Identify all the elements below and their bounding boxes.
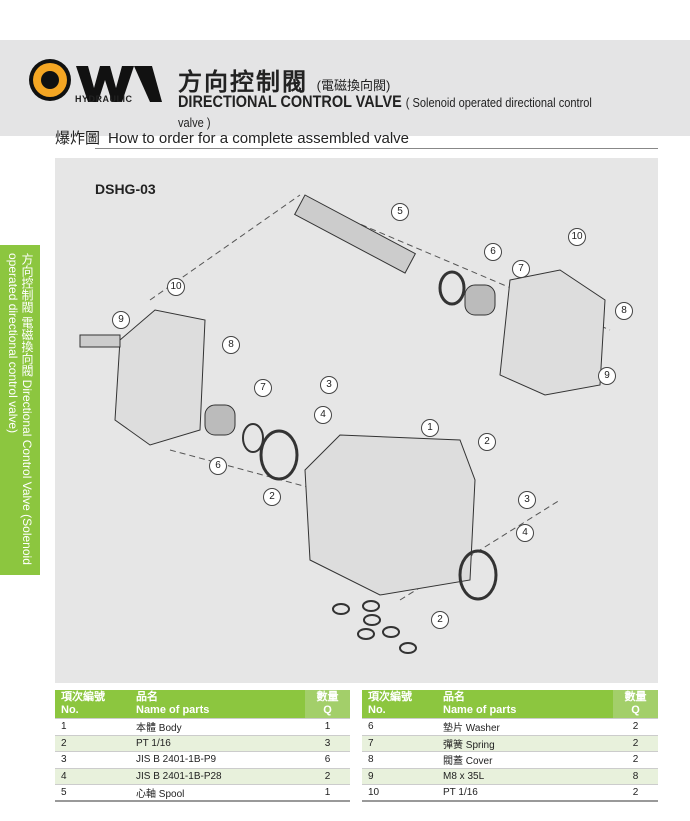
callout-2: 10: [568, 228, 586, 246]
callout-15: 2: [263, 488, 281, 506]
cell-no: 3: [55, 751, 130, 768]
callout-6: 10: [167, 278, 185, 296]
model-label: DSHG-03: [95, 181, 156, 197]
cell-name: 心軸 Spool: [130, 784, 305, 802]
cell-q: 1: [305, 784, 350, 802]
spring: [464, 284, 496, 316]
divider: [95, 148, 658, 149]
callout-13: 2: [478, 433, 496, 451]
callout-8: 8: [222, 336, 240, 354]
cell-q: 2: [305, 767, 350, 785]
callout-14: 6: [209, 457, 227, 475]
cell-name: M8 x 35L: [437, 767, 613, 785]
cell-no: 8: [362, 751, 437, 768]
cell-no: 10: [362, 784, 437, 802]
cell-name: JIS B 2401-1B-P9: [130, 751, 305, 768]
cell-name: 本體 Body: [130, 718, 305, 735]
cover-left: [79, 309, 206, 446]
exploded-diagram: [79, 194, 611, 654]
callout-17: 4: [516, 524, 534, 542]
callout-4: 8: [615, 302, 633, 320]
spool: [293, 194, 417, 274]
callout-9: 7: [254, 379, 272, 397]
spring: [204, 404, 236, 436]
title-en: DIRECTIONAL CONTROL VALVE ( Solenoid ope…: [178, 92, 592, 130]
callout-1: 6: [484, 243, 502, 261]
side-tab: 方向控制閥 電磁換向閥 Directional Control Valve (S…: [0, 245, 40, 575]
callout-0: 5: [391, 203, 409, 221]
cell-q: 2: [613, 784, 658, 802]
callout-18: 2: [431, 611, 449, 629]
body: [304, 434, 476, 596]
cell-name: 墊片 Washer: [437, 718, 613, 735]
callout-16: 3: [518, 491, 536, 509]
callout-12: 1: [421, 419, 439, 437]
callout-3: 7: [512, 260, 530, 278]
cell-name: 閥蓋 Cover: [437, 751, 613, 768]
cell-no: 9: [362, 767, 437, 785]
cell-name: PT 1/16: [437, 784, 613, 802]
callout-11: 4: [314, 406, 332, 424]
way-logo: [29, 59, 162, 102]
brand-sub: HYDRAULIC: [75, 94, 133, 104]
callout-5: 9: [598, 367, 616, 385]
cell-no: 7: [362, 734, 437, 752]
cell-q: 2: [613, 751, 658, 768]
cell-name: JIS B 2401-1B-P28: [130, 767, 305, 785]
cell-no: 1: [55, 718, 130, 735]
cell-name: 彈簧 Spring: [437, 734, 613, 752]
cell-q: 2: [613, 718, 658, 735]
cell-q: 2: [613, 734, 658, 752]
cell-q: 1: [305, 718, 350, 735]
cell-no: 4: [55, 767, 130, 785]
title-zh: 方向控制閥 (電磁換向閥): [178, 69, 391, 96]
cell-no: 2: [55, 734, 130, 752]
callout-7: 9: [112, 311, 130, 329]
cell-no: 5: [55, 784, 130, 802]
cell-q: 6: [305, 751, 350, 768]
cell-q: 8: [613, 767, 658, 785]
callout-10: 3: [320, 376, 338, 394]
cell-no: 6: [362, 718, 437, 735]
cell-name: PT 1/16: [130, 734, 305, 752]
cell-q: 3: [305, 734, 350, 752]
cover-right: [499, 269, 606, 396]
